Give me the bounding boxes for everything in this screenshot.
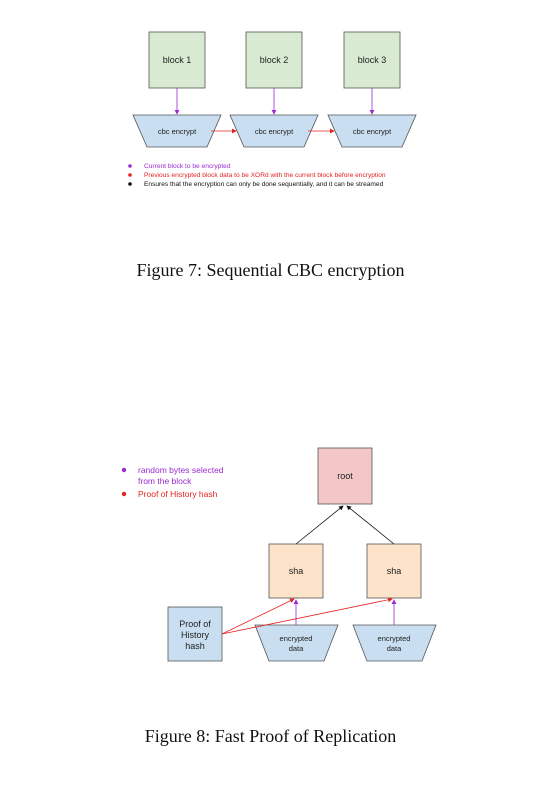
legend-text-1: Current block to be encrypted xyxy=(144,163,231,170)
fig8-legend-text-1a: random bytes selected xyxy=(138,465,224,475)
legend-bullet-3 xyxy=(128,182,132,186)
figure7-caption: Figure 7: Sequential CBC encryption xyxy=(136,260,405,280)
arrow-poh-sha2 xyxy=(221,597,393,635)
root-label: root xyxy=(337,471,353,481)
fig8-legend-bullet-2 xyxy=(121,491,127,497)
figure8-caption: Figure 8: Fast Proof of Replication xyxy=(144,726,397,746)
encrypted-data-2 xyxy=(352,624,437,662)
arrow-sha2-root xyxy=(346,505,395,545)
cbc-encrypt-3-label: cbc encrypt xyxy=(353,127,392,136)
legend-bullet-1 xyxy=(128,164,132,168)
cbc-encrypt-3 xyxy=(327,114,417,148)
block-2-label: block 2 xyxy=(260,55,289,65)
fig8-legend-bullet-1 xyxy=(121,467,127,473)
figure7-diagram: block 1 block 2 block 3 cbc encrypt cbc … xyxy=(128,31,417,188)
block-3 xyxy=(343,31,401,89)
fig8-legend-text-1b: from the block xyxy=(138,476,192,486)
poh-hash-node xyxy=(167,606,223,662)
cbc-encrypt-2-label: cbc encrypt xyxy=(255,127,294,136)
sha-1-label: sha xyxy=(289,566,304,576)
sha-node-1 xyxy=(268,543,324,599)
sha-2-label: sha xyxy=(387,566,402,576)
cbc-encrypt-1-label: cbc encrypt xyxy=(158,127,197,136)
encrypted-1-line-1: encrypted xyxy=(280,634,313,643)
cbc-encrypt-1 xyxy=(132,114,222,148)
poh-line-2: History xyxy=(181,630,210,640)
legend-text-3: Ensures that the encryption can only be … xyxy=(144,181,384,188)
block-1-label: block 1 xyxy=(163,55,192,65)
cbc-encrypt-2 xyxy=(229,114,319,148)
block-1 xyxy=(148,31,206,89)
block-3-label: block 3 xyxy=(358,55,387,65)
encrypted-2-line-1: encrypted xyxy=(378,634,411,643)
arrow-sha1-root xyxy=(295,505,344,545)
block-2 xyxy=(245,31,303,89)
encrypted-data-1 xyxy=(254,624,339,662)
root-node xyxy=(317,447,373,505)
sha-node-2 xyxy=(366,543,422,599)
fig8-legend-text-2: Proof of History hash xyxy=(138,489,218,499)
poh-line-1: Proof of xyxy=(179,619,211,629)
poh-line-3: hash xyxy=(185,641,205,651)
arrow-poh-sha1 xyxy=(221,598,295,635)
encrypted-1-line-2: data xyxy=(289,644,304,653)
encrypted-2-line-2: data xyxy=(387,644,402,653)
figure8-diagram: random bytes selected from the block Pro… xyxy=(121,447,437,662)
legend-bullet-2 xyxy=(128,173,132,177)
legend-text-2: Previous encrypted block data to be XORd… xyxy=(144,172,386,179)
